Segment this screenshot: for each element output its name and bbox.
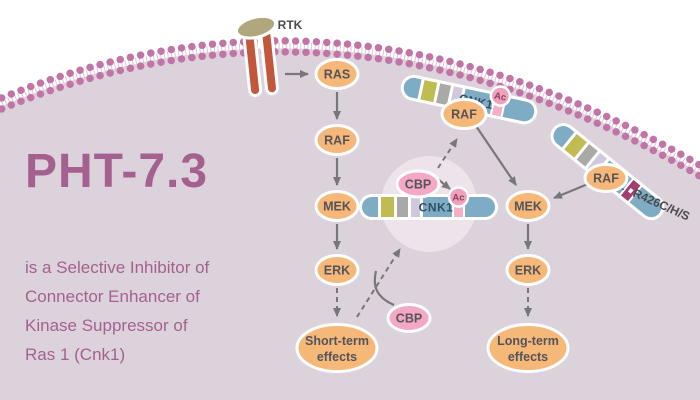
cnk1-bar-complex: CNK1 Ac <box>359 186 498 220</box>
cbp-node-free <box>386 303 432 333</box>
arrow-feedback-complex <box>356 248 401 318</box>
lipid-heads-outer <box>0 37 700 170</box>
lipid-heads-inner <box>0 48 700 181</box>
erk-label-left: ERK <box>324 264 350 278</box>
rtk-cap <box>234 14 278 40</box>
plasma-membrane <box>0 37 700 181</box>
right-cascade: MEK ERK Long-term effects <box>486 190 570 373</box>
cbp-label-complex: CBP <box>405 178 431 192</box>
mek-node-right <box>505 190 551 222</box>
raf-label-top: RAF <box>451 108 477 122</box>
description-line-1: is a Selective Inhibitor of <box>25 258 210 277</box>
page-title: PHT-7.3 <box>25 145 208 198</box>
ras-node <box>314 58 360 90</box>
raf-node-mutant <box>583 163 629 193</box>
short-term-effects-node <box>295 323 379 373</box>
erk-node-right <box>505 254 551 286</box>
long-term-label-line2: effects <box>508 350 548 364</box>
arrow-cbp-acetyl <box>438 179 451 190</box>
description-line-4: Ras 1 (Cnk1) <box>25 345 125 364</box>
short-term-label-line2: effects <box>317 350 357 364</box>
ras-label: RAS <box>324 68 350 82</box>
rtk-receptor <box>234 14 279 98</box>
arrow-complex-topraf <box>437 138 458 169</box>
acetyl-badge-top <box>489 85 512 107</box>
mek-label-left: MEK <box>323 200 351 214</box>
acetyl-label-complex: Ac <box>452 193 464 204</box>
pathway-arrows <box>285 70 589 318</box>
arrow-mutantraf-mek2 <box>553 182 589 200</box>
short-term-label-line1: Short-term <box>305 334 369 348</box>
cnk1-label-complex: CNK1 <box>419 201 454 215</box>
mek-node-left <box>314 190 360 222</box>
rtk-label: RTK <box>278 18 303 32</box>
raf-node-top <box>440 98 488 130</box>
acetyl-badge-complex <box>447 186 470 208</box>
mutation-mark <box>627 188 634 194</box>
arrow-topraf-mek2 <box>475 125 517 186</box>
cbp-join-curve <box>373 270 395 307</box>
erk-label-right: ERK <box>515 264 541 278</box>
raf-node-left <box>314 124 360 156</box>
raf-label-mutant: RAF <box>593 172 619 186</box>
description-line-3: Kinase Suppressor of <box>25 316 188 335</box>
mek-label-right: MEK <box>514 200 542 214</box>
erk-node-left <box>314 254 360 286</box>
left-cascade: RAS RAF MEK ERK Short-term effects <box>295 58 379 373</box>
cbp-node-complex <box>395 169 441 199</box>
long-term-effects-node <box>486 323 570 373</box>
long-term-label-line1: Long-term <box>497 334 559 348</box>
description-line-2: Connector Enhancer of <box>25 287 200 306</box>
raf-label-left: RAF <box>324 134 350 148</box>
description: is a Selective Inhibitor of Connector En… <box>25 258 210 364</box>
acetyl-label-top: Ac <box>493 90 507 103</box>
cbp-label-free: CBP <box>396 312 422 326</box>
